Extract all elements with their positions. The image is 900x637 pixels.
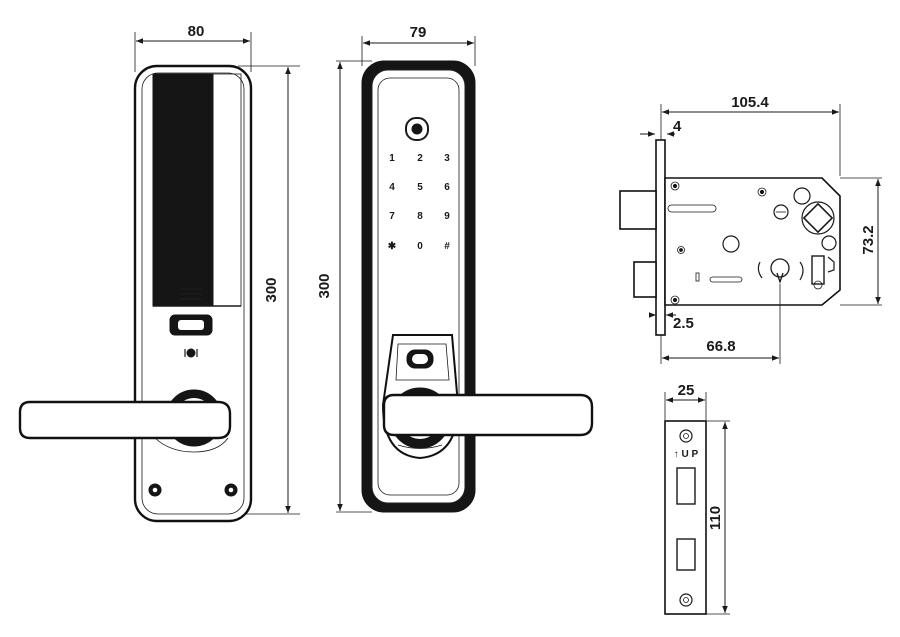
keypad-key: 4 <box>389 182 395 193</box>
back-screw-left <box>148 483 162 497</box>
mortise-screw <box>773 204 789 220</box>
mortise-width-label: 105.4 <box>731 94 769 111</box>
backset-dimension: 66.8 <box>660 284 781 364</box>
strike-height-dimension: 110 <box>706 420 730 615</box>
mortise-screw <box>757 187 767 197</box>
back-housing-inner <box>141 72 245 515</box>
keypad-key: 6 <box>444 182 450 193</box>
backset-label: 66.8 <box>706 338 735 355</box>
strike-plate-view: 25 110 ↑ U P <box>664 382 730 615</box>
keypad-key: 7 <box>389 211 395 222</box>
strike-screw-hole-top <box>679 429 693 443</box>
keypad: 1 2 3 4 5 6 7 8 9 ✱ 0 # <box>388 153 450 252</box>
keypad-key: 3 <box>444 153 450 164</box>
back-width-label: 80 <box>188 23 205 40</box>
mortise-height-dimension: 73.2 <box>840 177 882 306</box>
keypad-key: 2 <box>417 153 423 164</box>
battery-cover <box>152 73 214 307</box>
privacy-icon <box>184 348 198 358</box>
keypad-key: 0 <box>417 241 423 252</box>
keypad-key: ✱ <box>388 241 397 252</box>
strike-width-label: 25 <box>678 382 695 399</box>
back-height-dimension: 300 <box>238 65 300 515</box>
back-screw-right <box>224 483 238 497</box>
mortise-screw <box>677 246 685 254</box>
mortise-height-label: 73.2 <box>860 225 877 254</box>
front-lever-handle <box>382 393 594 437</box>
speaker-grille <box>180 287 202 301</box>
faceplate-label: 4 <box>673 118 682 135</box>
back-view: 80 300 <box>18 23 300 523</box>
strike-plate <box>664 420 707 615</box>
front-width-dimension: 79 <box>361 24 476 66</box>
mortise-screw <box>670 181 680 191</box>
keypad-key: 9 <box>444 211 450 222</box>
deadbolt <box>633 261 657 298</box>
back-lever-handle <box>18 400 232 440</box>
mortise-width-dimension: 105.4 <box>660 94 841 176</box>
mortise-faceplate <box>655 139 666 336</box>
cylinder-hole <box>770 258 790 285</box>
mortise-case <box>664 177 841 306</box>
offset-dimension: 2.5 <box>649 312 694 332</box>
mortise-view: 105.4 4 73.2 <box>619 94 882 364</box>
strike-screw-hole-bottom <box>679 593 693 607</box>
mortise-screw <box>813 280 823 290</box>
front-height-dimension: 300 <box>316 60 372 513</box>
keypad-key: 5 <box>417 182 423 193</box>
deadbolt-opening <box>676 538 696 571</box>
front-height-label: 300 <box>316 273 333 298</box>
keypad-key: 8 <box>417 211 423 222</box>
strike-up-label: ↑ U P <box>674 449 699 460</box>
keypad-key: 1 <box>389 153 395 164</box>
strike-width-dimension: 25 <box>664 382 707 420</box>
latch-opening <box>676 467 696 505</box>
follower-hole <box>793 187 811 205</box>
latch-slot <box>667 204 717 213</box>
keypad-key: # <box>444 241 450 252</box>
deadbolt-slot <box>709 276 743 283</box>
fingerprint-sensor-top <box>405 117 429 141</box>
strike-height-label: 110 <box>707 506 724 530</box>
latch-bolt <box>619 190 657 230</box>
offset-label: 2.5 <box>673 315 694 332</box>
front-width-label: 79 <box>410 24 427 41</box>
square-spindle-hub <box>801 201 835 235</box>
back-width-dimension: 80 <box>134 23 252 72</box>
front-view: 79 300 1 2 3 4 5 6 7 8 9 ✱ 0 # <box>316 24 594 513</box>
faceplate-dimension: 4 <box>640 118 682 137</box>
back-height-label: 300 <box>263 277 280 302</box>
mortise-screw <box>670 295 680 305</box>
